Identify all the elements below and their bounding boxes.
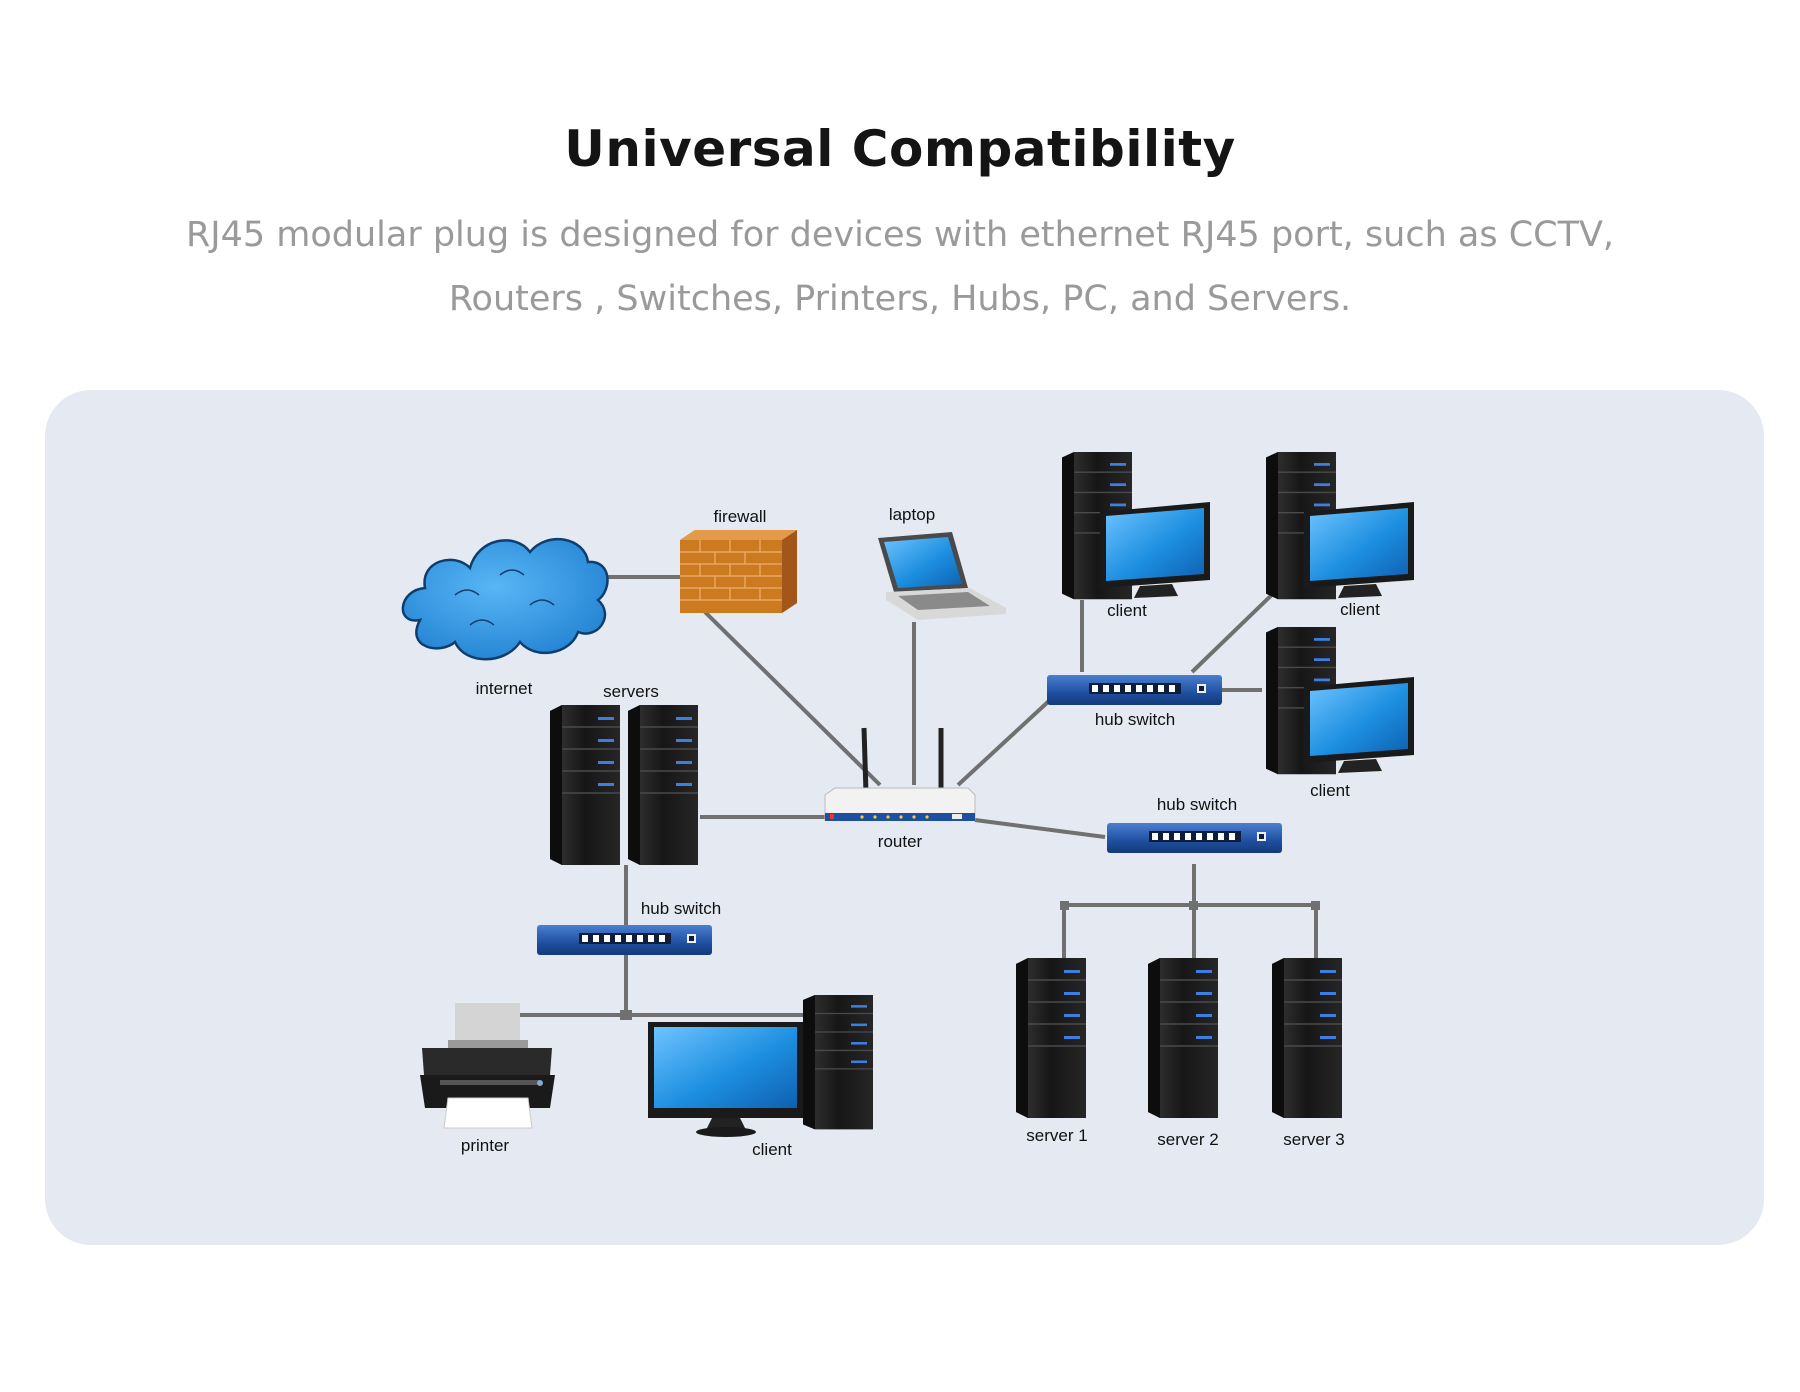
internet-cloud-icon [401,537,609,661]
label-client-bottom: client [752,1140,792,1159]
label-server-3: server 3 [1283,1130,1344,1149]
page-title: Universal Compatibility [564,120,1236,178]
label-server-2: server 2 [1157,1130,1218,1149]
hub-switch-top-icon [1047,675,1222,705]
label-laptop: laptop [889,505,935,524]
label-printer: printer [461,1136,510,1155]
laptop-icon [878,532,1006,620]
label-hub-switch-left: hub switch [641,899,721,918]
hub-switch-right-icon [1107,823,1282,853]
firewall-icon [680,530,797,613]
label-router: router [878,832,923,851]
label-client-top-right: client [1340,600,1380,619]
client-right-icon [1265,626,1414,775]
network-cables [515,575,1318,1017]
client-bottom-icon [648,994,874,1137]
label-firewall: firewall [714,507,767,526]
label-client-top-left: client [1107,601,1147,620]
label-server-1: server 1 [1026,1126,1087,1145]
page-subtitle: RJ45 modular plug is designed for device… [185,215,1615,319]
server-2-icon [1147,957,1219,1119]
client-top-right-icon [1265,451,1414,600]
server-3-icon [1271,957,1343,1119]
server-1-icon [1015,957,1087,1119]
servers-icon [549,704,699,866]
client-top-left-icon [1061,451,1210,600]
router-icon [824,727,976,821]
label-client-right: client [1310,781,1350,800]
printer-icon [420,1003,555,1129]
label-hub-switch-top: hub switch [1095,710,1175,729]
hub-switch-left-icon [537,925,712,955]
label-hub-switch-right: hub switch [1157,795,1237,814]
label-servers: servers [603,682,659,701]
label-internet: internet [476,679,533,698]
